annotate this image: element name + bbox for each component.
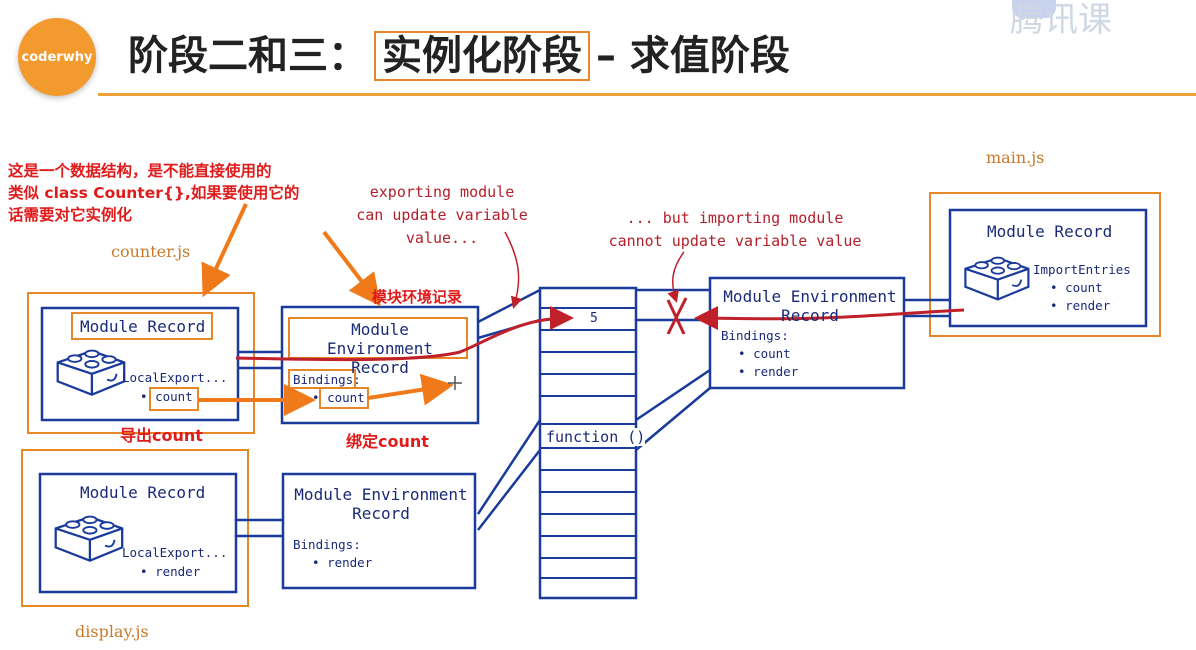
display-bindings-label: Bindings: <box>293 537 361 552</box>
counter-js-frame <box>27 292 255 434</box>
main-env-record-box <box>708 276 906 390</box>
main-env-title-line-1: Module Environment <box>723 287 897 306</box>
main-module-record-box <box>948 208 1148 328</box>
bind-count-annotation: 绑定count <box>346 432 429 451</box>
env-record-annotation: 模块环境记录 <box>372 288 463 306</box>
counter-module-record-box <box>40 306 240 422</box>
memory-function-label: function () <box>546 428 646 446</box>
env-annotation-arrow <box>322 230 381 307</box>
main-js-label: main.js <box>986 148 1045 167</box>
main-import-item-2: • render <box>1050 298 1111 313</box>
main-env-title-line-2: Record <box>781 306 839 325</box>
counter-binding-item: • count <box>312 390 365 405</box>
coderwhy-logo: coderwhy <box>18 18 96 96</box>
module-record-highlight <box>71 312 213 340</box>
display-module-record-box <box>38 472 238 594</box>
counter-env-record-title: Module Environment Record <box>295 320 465 377</box>
cursor-icon <box>448 376 462 390</box>
title-prefix: 阶段二和三： <box>128 33 368 79</box>
main-import-name-2: render <box>1065 298 1111 313</box>
note-arrow <box>201 203 248 298</box>
display-env-title-line-1: Module Environment <box>294 485 468 504</box>
lego-brick-icon <box>964 256 1030 301</box>
exporting-caption-line-2: can update variable value... <box>356 206 528 247</box>
main-binding-name-1: count <box>753 346 791 361</box>
lego-brick-icon <box>54 515 124 562</box>
display-env-record-box <box>281 472 477 590</box>
note-line-3: 话需要对它实例化 <box>8 206 133 224</box>
display-env-record-title: Module Environment Record <box>293 485 469 523</box>
logo-text: coderwhy <box>21 49 93 65</box>
display-binding-item: • render <box>312 555 373 570</box>
display-module-record-title: Module Record <box>80 483 206 502</box>
exporting-caption: exporting module can update variable val… <box>318 181 566 250</box>
display-binding-name: render <box>327 555 373 570</box>
counter-export-item: • count <box>140 389 193 404</box>
display-env-title-line-2: Record <box>352 504 410 523</box>
main-binding-item-2: • render <box>738 364 799 379</box>
note-line-1: 这是一个数据结构，是不能直接使用的 <box>8 162 272 180</box>
main-bindings-label: Bindings: <box>721 328 789 343</box>
counter-js-label: counter.js <box>111 242 191 261</box>
counter-module-record-title: Module Record <box>80 317 206 336</box>
instantiation-note: 这是一个数据结构，是不能直接使用的 类似 class Counter{},如果要… <box>8 160 299 226</box>
counter-local-exports: LocalExport... <box>122 370 228 385</box>
main-import-item-1: • count <box>1050 280 1103 295</box>
importing-caption-line-2: cannot update variable value <box>608 232 862 250</box>
main-import-name-1: count <box>1065 280 1103 295</box>
counter-bindings-label: Bindings: <box>293 372 361 387</box>
note-line-2: 类似 class Counter{},如果要使用它的 <box>8 184 300 202</box>
main-js-frame <box>929 192 1161 337</box>
display-local-exports: LocalExport... <box>122 545 228 560</box>
title-boxed: 实例化阶段 <box>374 31 590 81</box>
blocked-x-mark <box>666 297 688 335</box>
display-export-item: • render <box>140 564 201 579</box>
counter-env-title-line-1: Module Environment <box>327 320 433 358</box>
slide-title: 阶段二和三：实例化阶段– 求值阶段 <box>128 28 790 84</box>
main-binding-item-1: • count <box>738 346 791 361</box>
display-export-name: render <box>155 564 201 579</box>
header-divider <box>98 93 1196 96</box>
lego-brick-icon <box>56 349 126 396</box>
exporting-pointer <box>504 231 523 309</box>
main-import-entries: ImportEntries <box>1033 262 1131 277</box>
slide-header: 腾讯课 coderwhy 阶段二和三：实例化阶段– 求值阶段 <box>0 0 1196 100</box>
main-env-record-title: Module Environment Record <box>722 287 898 325</box>
title-suffix: – 求值阶段 <box>596 33 790 79</box>
importing-caption: ... but importing module cannot update v… <box>604 207 866 253</box>
memory-value-cell: 5 <box>590 311 598 326</box>
main-binding-name-2: render <box>753 364 799 379</box>
importing-caption-line-1: ... but importing module <box>626 209 844 227</box>
export-update-arrow <box>235 306 574 362</box>
importing-pointer <box>667 251 685 303</box>
counter-env-record-box <box>280 305 480 425</box>
watermark-logo-icon <box>1012 0 1056 18</box>
main-module-record-title: Module Record <box>987 222 1113 241</box>
counter-export-name: count <box>155 389 193 404</box>
watermark-text: 腾讯课 <box>1010 0 1112 40</box>
counter-env-title-line-2: Record <box>351 358 409 377</box>
export-count-annotation: 导出count <box>120 426 203 445</box>
import-blocked-arrow <box>694 306 965 331</box>
counter-binding-name: count <box>327 390 365 405</box>
display-js-label: display.js <box>75 622 149 641</box>
display-js-frame <box>21 449 249 607</box>
binding-out-arrow <box>367 373 454 406</box>
exporting-caption-line-1: exporting module <box>369 183 515 201</box>
